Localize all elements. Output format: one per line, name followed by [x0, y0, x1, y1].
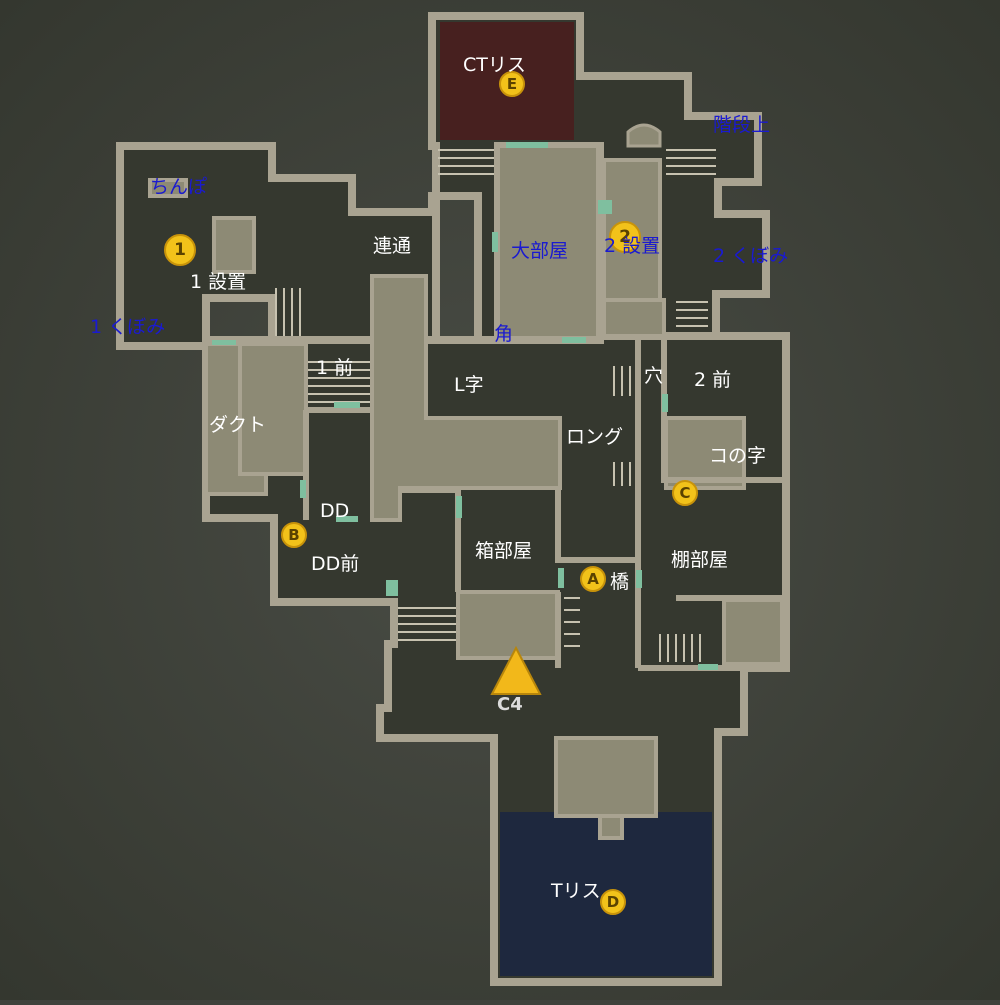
label-ct-spawn: CTリス — [463, 54, 526, 76]
label-ko-shape: コの字 — [709, 445, 767, 467]
label-one-front: 1 前 — [316, 357, 354, 379]
label-dd-front: DD前 — [311, 553, 360, 575]
label-duct: ダクト — [209, 414, 267, 436]
marker-a: A — [580, 566, 606, 592]
label-corner: 角 — [494, 323, 514, 345]
raised-areas — [148, 144, 784, 840]
label-chinpo: ちんぽ — [150, 176, 208, 198]
c4-arrow-icon — [490, 645, 542, 695]
label-renzu: 連通 — [373, 235, 412, 257]
doors — [212, 142, 718, 670]
inner-walls — [303, 340, 786, 671]
label-box-room: 箱部屋 — [475, 540, 533, 562]
marker-b: B — [281, 522, 307, 548]
marker-d: D — [600, 889, 626, 915]
label-two-front: 2 前 — [694, 369, 732, 391]
label-one-plant: 1 設置 — [190, 271, 247, 293]
spawn-label: C4 — [497, 694, 523, 715]
label-shelf-room: 棚部屋 — [671, 549, 729, 571]
marker-e: E — [499, 71, 525, 97]
marker-2: 2 — [609, 221, 641, 253]
arch — [626, 123, 662, 148]
label-long: ロング — [566, 426, 624, 448]
label-one-nook: 1 くぼみ — [90, 316, 166, 338]
label-two-plant: 2 設置 — [604, 235, 661, 257]
label-t-spawn: Tリス — [551, 880, 601, 902]
label-two-nook: 2 くぼみ — [713, 245, 789, 267]
label-bridge: 橋 — [610, 571, 630, 593]
label-stairs-top: 階段上 — [713, 114, 771, 136]
label-l-shape: L字 — [454, 374, 484, 396]
marker-c: C — [672, 480, 698, 506]
label-dd: DD — [320, 500, 350, 522]
marker-1: 1 — [164, 234, 196, 266]
label-big-room: 大部屋 — [511, 240, 569, 262]
stairs — [275, 149, 716, 662]
label-hole: 穴 — [644, 365, 664, 387]
